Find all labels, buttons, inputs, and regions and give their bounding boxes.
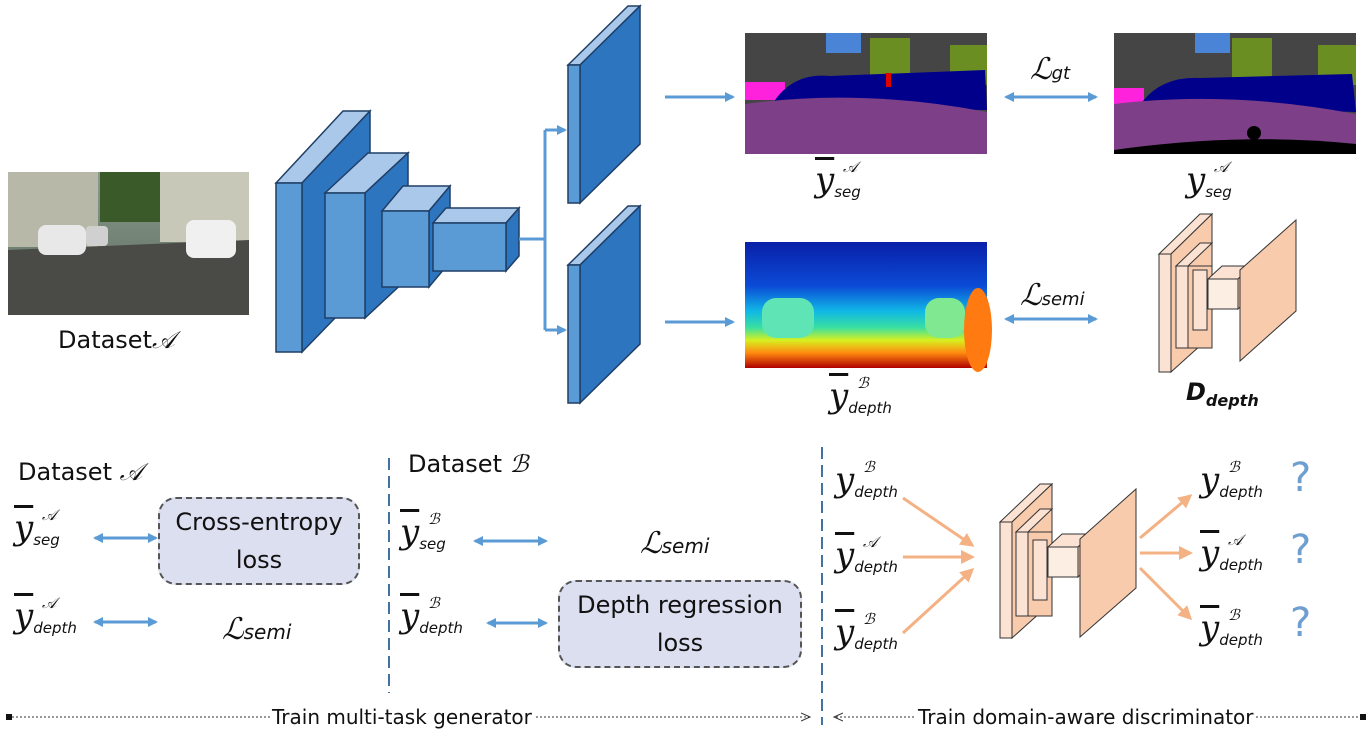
- panel-b-semi-loss: ℒsemi: [640, 526, 710, 561]
- panel-c-output-pred-depth-a: ydepth 𝒜: [1200, 531, 1263, 574]
- footer-discriminator-label: Train domain-aware discriminator: [916, 705, 1256, 729]
- semi-loss-label: ℒsemi: [1020, 278, 1085, 313]
- panel-c-input-pred-depth-b: ydepth ℬ: [835, 610, 898, 653]
- panel-b-depth-term: ydepth ℬ: [400, 594, 463, 637]
- panel-b-seg-term: yseg ℬ: [400, 510, 446, 553]
- panel-c-input-gt-depth: ydepth ℬ: [835, 458, 898, 501]
- footer-generator-label: Train multi-task generator: [270, 705, 534, 729]
- discriminator-label: Ddepth: [1186, 378, 1259, 410]
- panel-b-title: Dataset ℬ: [408, 450, 529, 478]
- decoder-heads: [566, 4, 642, 405]
- panel-a-depth-term: ydepth 𝒜: [14, 594, 77, 637]
- gt-loss-label: ℒgt: [1030, 52, 1071, 87]
- encoder-branch-arrows: [519, 125, 567, 335]
- depth-prediction-label: ydepth ℬ: [829, 374, 892, 417]
- panel-c-output-pred-depth-b: ydepth ℬ: [1200, 606, 1263, 649]
- panel-a-seg-term: yseg 𝒜: [14, 506, 60, 549]
- question-mark-3: ?: [1290, 600, 1312, 646]
- seg-groundtruth-label: yseg 𝒜: [1186, 158, 1232, 201]
- encoder-network: [274, 109, 521, 354]
- panel-c-input-pred-depth-a: ydepth 𝒜: [835, 533, 898, 576]
- question-mark-2: ?: [1290, 527, 1312, 573]
- panel-a-title: Dataset 𝒜: [18, 458, 143, 486]
- question-mark-1: ?: [1290, 455, 1312, 501]
- seg-prediction-label: yseg 𝒜: [815, 158, 861, 201]
- panel-c-output-gt-depth: ydepth ℬ: [1200, 458, 1263, 501]
- depth-prediction-image: [745, 242, 992, 372]
- seg-prediction-image: [745, 33, 987, 154]
- discriminator-top: [1157, 212, 1297, 374]
- discriminator-panel-c: [998, 482, 1137, 640]
- street-photo: [8, 172, 249, 315]
- panel-c-arrows: [901, 494, 1193, 635]
- input-dataset-label: Dataset𝒜: [58, 326, 175, 354]
- panel-a-semi-loss: ℒsemi: [222, 612, 292, 647]
- seg-groundtruth-image: [1114, 33, 1356, 154]
